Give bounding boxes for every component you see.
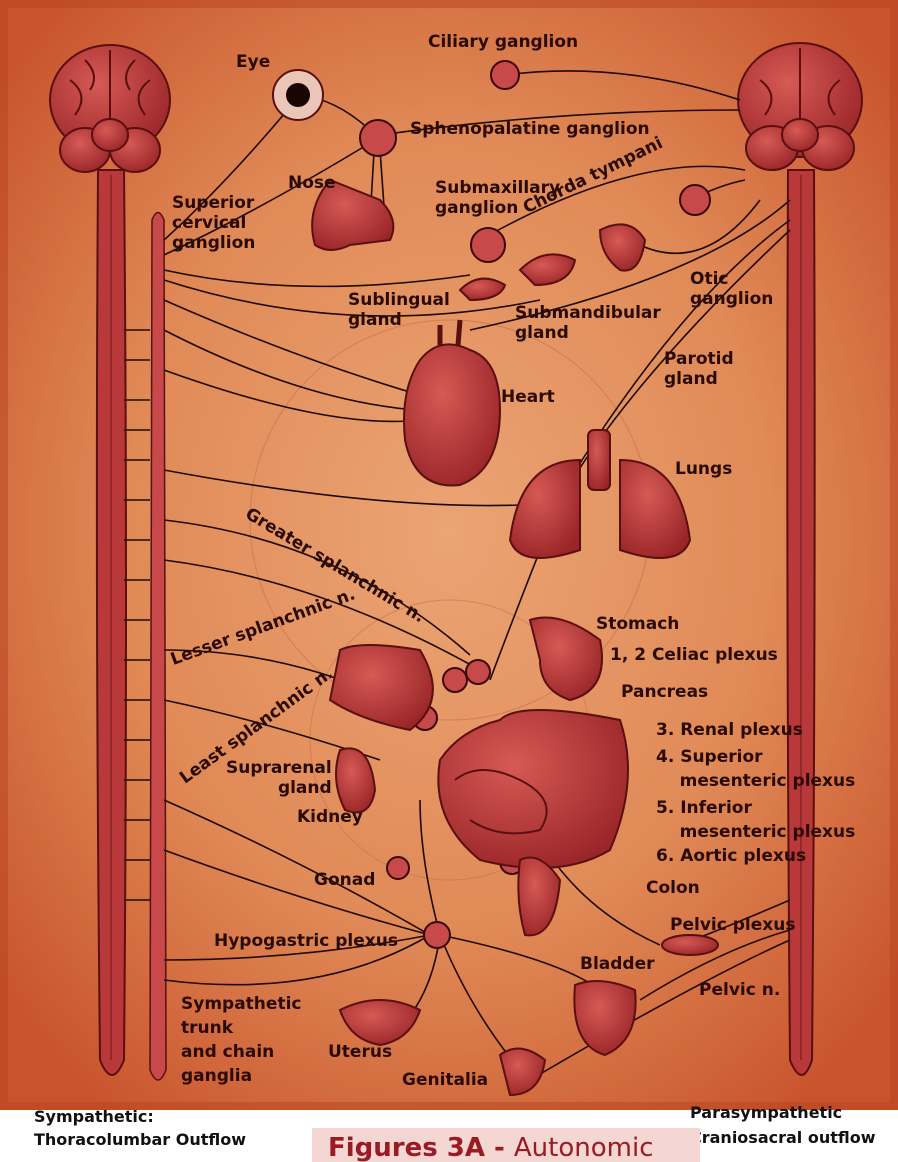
label-genitalia: Genitalia (402, 1070, 488, 1090)
label-stomach: Stomach (596, 614, 679, 634)
right-brain (738, 43, 862, 170)
footer-sympathetic-title: Sympathetic: (34, 1106, 154, 1128)
label-inferior-mesenteric-plexus: 5. Inferior mesenteric plexus (656, 796, 855, 844)
label-superior-mesenteric-plexus: 4. Superior mesenteric plexus (656, 745, 855, 793)
label-lungs: Lungs (675, 459, 732, 479)
label-suprarenal-gland: Suprarenal gland (226, 758, 332, 798)
figure-caption-rest: Autonomic (514, 1133, 654, 1162)
label-pelvic-n: Pelvic n. (699, 980, 780, 1000)
label-eye: Eye (236, 52, 270, 72)
label-hypogastric-plexus: Hypogastric plexus (214, 931, 398, 951)
label-bladder: Bladder (580, 954, 655, 974)
footer-parasympathetic-subtitle: Craniosacral outflow (690, 1127, 876, 1149)
label-submandibular-gland: Submandibular gland (515, 303, 661, 343)
label-aortic-plexus: 6. Aortic plexus (656, 846, 806, 866)
left-brain (50, 45, 170, 172)
label-otic-ganglion: Otic ganglion (690, 269, 773, 309)
label-superior-cervical-ganglion: Superior cervical ganglion (172, 193, 255, 253)
label-sphenopalatine-ganglion: Sphenopalatine ganglion (410, 119, 650, 139)
eye-drawing (273, 70, 323, 120)
sympathetic-chain (150, 213, 166, 1081)
label-colon: Colon (646, 878, 700, 898)
footer-sympathetic-subtitle: Thoracolumbar Outflow (34, 1129, 246, 1151)
label-gonad: Gonad (314, 870, 375, 890)
heart-drawing (404, 344, 500, 485)
label-parotid-gland: Parotid gland (664, 349, 734, 389)
label-heart: Heart (501, 387, 555, 407)
label-renal-plexus: 3. Renal plexus (656, 720, 803, 740)
label-kidney: Kidney (297, 807, 363, 827)
autonomic-nervous-system-illustration (0, 0, 898, 1110)
figure-caption: Figures 3A - Autonomic (312, 1128, 700, 1162)
label-pelvic-plexus: Pelvic plexus (670, 915, 795, 935)
figure-caption-bold: Figures 3A - (328, 1133, 514, 1162)
label-pancreas: Pancreas (621, 682, 708, 702)
label-nose: Nose (288, 173, 336, 193)
label-sympathetic-trunk: Sympathetic trunk and chain ganglia (181, 992, 301, 1088)
label-sublingual-gland: Sublingual gland (348, 290, 450, 330)
label-uterus: Uterus (328, 1042, 392, 1062)
footer-parasympathetic-title: Parasympathetic (690, 1102, 842, 1124)
label-ciliary-ganglion: Ciliary ganglion (428, 32, 578, 52)
label-celiac-plexus: 1, 2 Celiac plexus (610, 645, 778, 665)
